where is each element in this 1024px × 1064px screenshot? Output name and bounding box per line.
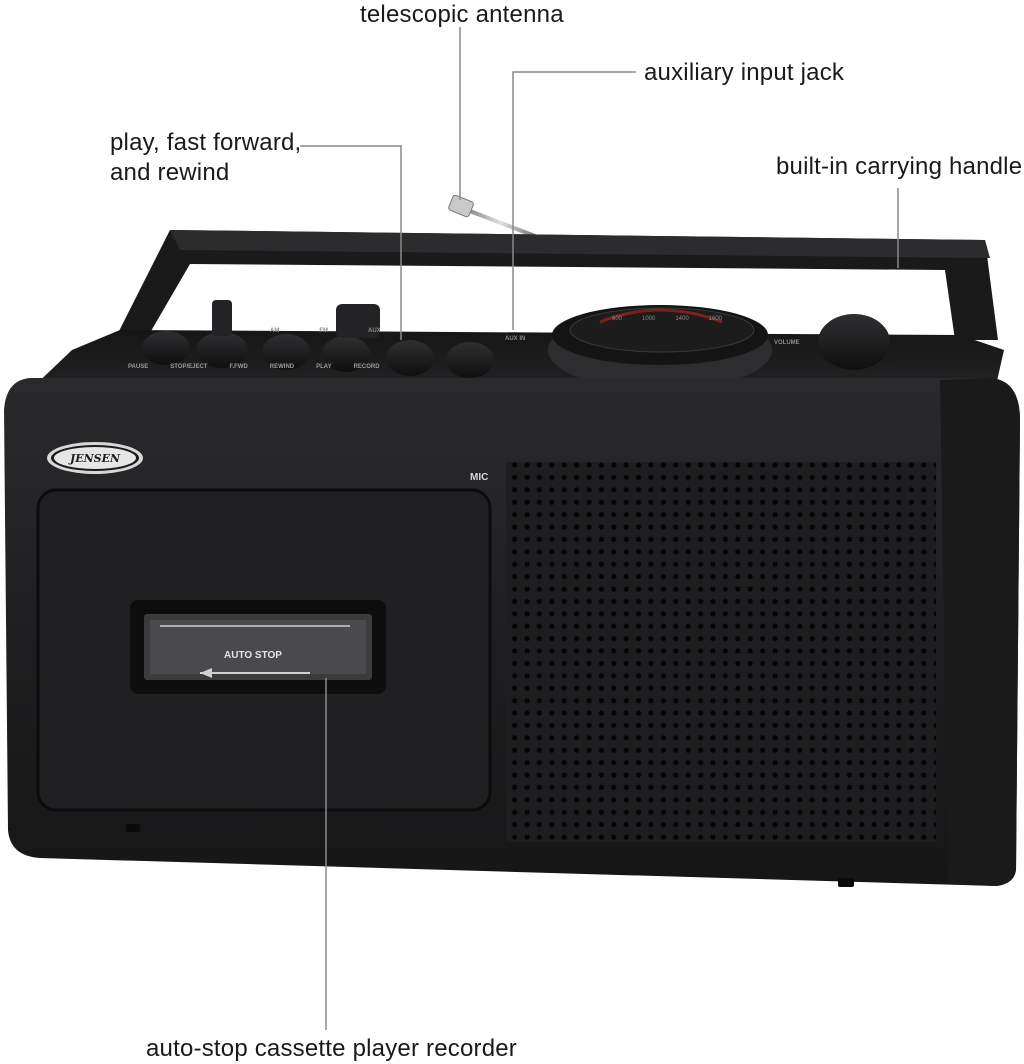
cassette-door xyxy=(36,488,492,812)
brand-label: JENSEN xyxy=(70,452,121,465)
dial-mark: 1600 xyxy=(708,316,722,322)
transport-buttons xyxy=(142,300,890,378)
dial-mark: 600 xyxy=(612,316,623,322)
callout-carrying-handle: built-in carrying handle xyxy=(776,153,1023,180)
aux-switch-label: AUX xyxy=(368,328,381,334)
callout-leaders xyxy=(300,27,899,1030)
callout-telescopic-antenna: telescopic antenna xyxy=(360,1,564,28)
rewind-label: REWIND xyxy=(269,364,295,370)
callout-line: and rewind xyxy=(110,159,230,186)
volume-label: VOLUME xyxy=(774,340,800,346)
play-label: PLAY xyxy=(316,364,332,370)
callout-line: play, fast forward, xyxy=(110,129,302,156)
callout-transport-controls: play, fast forward, and rewind xyxy=(110,128,301,188)
am-label: AM xyxy=(270,328,280,334)
callout-auxiliary-input-jack: auxiliary input jack xyxy=(644,59,845,86)
fm-label: FM xyxy=(319,328,329,334)
ffwd-label: F.FWD xyxy=(229,364,248,370)
dial-mark: 1400 xyxy=(675,316,689,322)
mic-label: MIC xyxy=(470,472,489,483)
button-label-row: PAUSE STOP/EJECT F.FWD REWIND PLAY RECOR… xyxy=(128,364,508,370)
dial-mark: 1000 xyxy=(641,316,656,322)
record-label: RECORD xyxy=(353,364,380,370)
jensen-logo xyxy=(47,442,143,474)
auto-stop-label: AUTO STOP xyxy=(224,650,282,661)
pause-label: PAUSE xyxy=(128,364,149,370)
telescopic-antenna xyxy=(448,194,541,240)
callout-cassette-recorder: auto-stop cassette player recorder xyxy=(146,1035,517,1062)
aux-in-label: AUX IN xyxy=(505,336,526,342)
tuning-dial-scale: 600 1000 1400 1600 xyxy=(612,316,722,322)
speaker-grille xyxy=(506,462,936,842)
stop-eject-label: STOP/EJECT xyxy=(170,364,208,370)
feet xyxy=(126,824,854,887)
switch-label-row: AM FM AUX xyxy=(270,328,381,334)
carrying-handle xyxy=(112,230,998,350)
